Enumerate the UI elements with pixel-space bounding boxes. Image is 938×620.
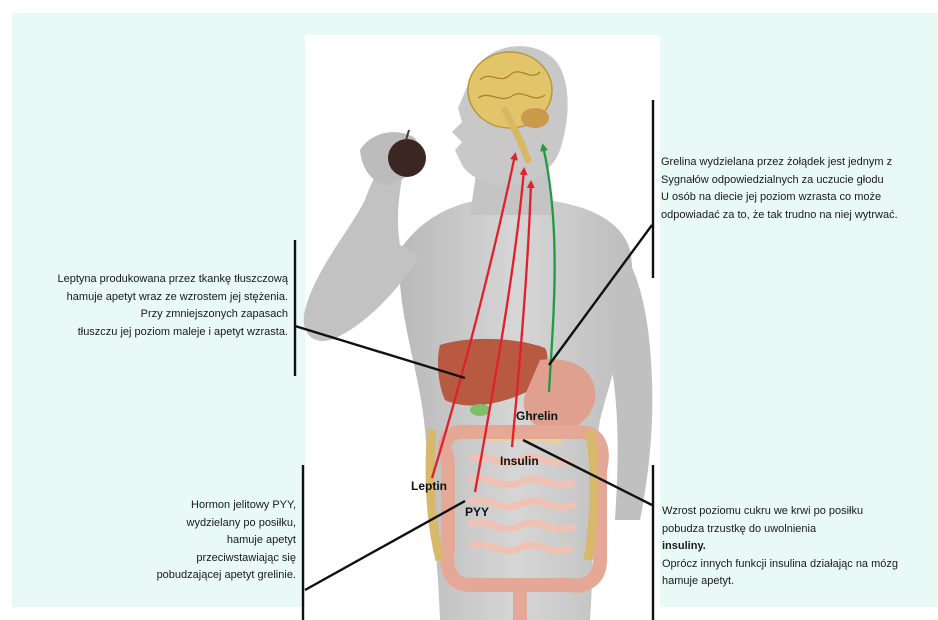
ghrelin-line-2: Sygnałów odpowiedzialnych za uczucie gło…: [661, 172, 937, 190]
insulin-line-1: Wzrost poziomu cukru we krwi po posiłku: [662, 503, 937, 521]
label-ghrelin: Ghrelin: [516, 409, 558, 423]
ghrelin-line-3: U osób na diecie jej poziom wzrasta co m…: [661, 189, 937, 207]
pyy-line-5: pobudzającej apetyt grelinie.: [60, 567, 296, 585]
insulin-line-3: insuliny.: [662, 538, 937, 556]
pyy-annotation: Hormon jelitowy PYY, wydzielany po posił…: [60, 497, 296, 585]
insulin-line-2: pobudza trzustkę do uwolnienia: [662, 521, 937, 539]
ghrelin-line-1: Grelina wydzielana przez żołądek jest je…: [661, 154, 937, 172]
pyy-line-4: przeciwstawiając się: [60, 550, 296, 568]
leptin-line-2: hamuje apetyt wraz ze wzrostem jej stęże…: [8, 289, 288, 307]
gallbladder: [470, 404, 490, 416]
insulin-line-5: hamuje apetyt.: [662, 573, 937, 591]
pyy-line-1: Hormon jelitowy PYY,: [60, 497, 296, 515]
insulin-line-4: Oprócz innych funkcji insulina działając…: [662, 556, 937, 574]
pyy-line-3: hamuje apetyt: [60, 532, 296, 550]
ghrelin-line-4: odpowiadać za to, że tak trudno na niej …: [661, 207, 937, 225]
label-insulin: Insulin: [500, 454, 539, 468]
leptin-line-4: tłuszczu jej poziom maleje i apetyt wzra…: [8, 324, 288, 342]
leptin-line-3: Przy zmniejszonych zapasach: [8, 306, 288, 324]
ghrelin-annotation: Grelina wydzielana przez żołądek jest je…: [661, 154, 937, 224]
insulin-annotation: Wzrost poziomu cukru we krwi po posiłku …: [662, 503, 937, 591]
apple: [388, 139, 426, 177]
label-pyy: PYY: [465, 505, 489, 519]
leptin-line-1: Leptyna produkowana przez tkankę tłuszcz…: [8, 271, 288, 289]
pyy-line-2: wydzielany po posiłku,: [60, 515, 296, 533]
label-leptin: Leptin: [411, 479, 447, 493]
leptin-annotation: Leptyna produkowana przez tkankę tłuszcz…: [8, 271, 288, 341]
